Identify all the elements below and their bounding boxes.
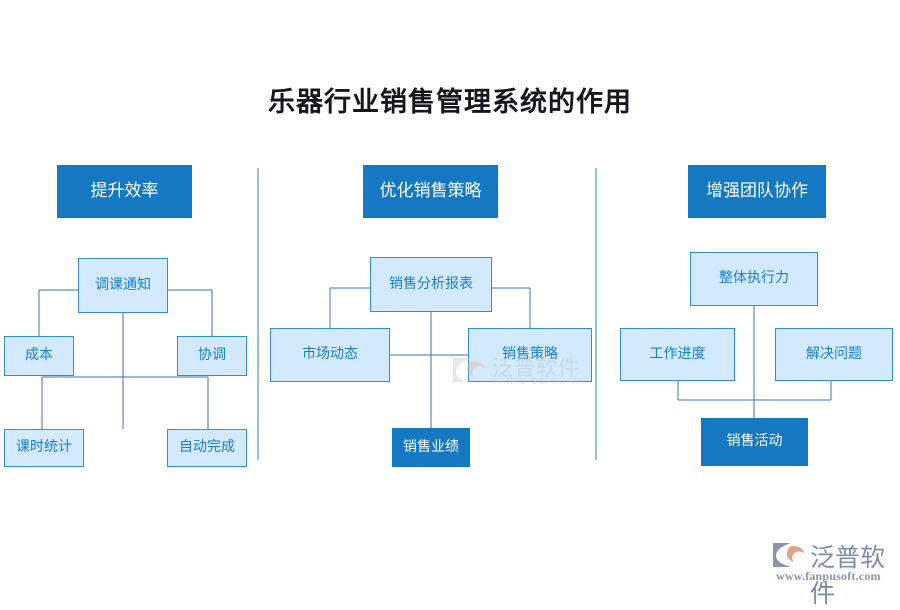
node-c2-bottom[interactable]: 销售业绩 <box>392 428 470 467</box>
node-label: 销售策略 <box>502 346 558 363</box>
node-label: 成本 <box>25 347 53 364</box>
node-label: 自动完成 <box>179 439 235 456</box>
node-c3-left[interactable]: 工作进度 <box>620 328 735 381</box>
node-c3-bottom[interactable]: 销售活动 <box>701 418 808 466</box>
node-label: 销售分析报表 <box>389 275 473 292</box>
page-title: 乐器行业销售管理系统的作用 <box>268 87 632 118</box>
column-3-header[interactable]: 增强团队协作 <box>688 165 826 218</box>
node-label: 市场动态 <box>302 346 358 363</box>
column-3-header-label: 增强团队协作 <box>706 181 808 202</box>
column-2-header[interactable]: 优化销售策略 <box>363 165 498 218</box>
node-c1-root[interactable]: 调课通知 <box>78 258 168 313</box>
node-label: 整体执行力 <box>719 270 789 287</box>
node-label: 解决问题 <box>806 345 862 362</box>
column-1-header-label: 提升效率 <box>90 181 159 202</box>
node-c2-right[interactable]: 销售策略 <box>468 328 592 382</box>
brand-logo-url: www.fanpusoft.com <box>776 569 881 583</box>
brand-logo: 泛普软件 www.fanpusoft.com <box>770 538 895 608</box>
node-c1-lower-right[interactable]: 自动完成 <box>167 429 247 467</box>
node-c3-root[interactable]: 整体执行力 <box>690 252 818 306</box>
node-label: 销售活动 <box>726 433 783 450</box>
column-1-header[interactable]: 提升效率 <box>57 165 192 218</box>
node-c1-lower-left[interactable]: 课时统计 <box>4 429 84 467</box>
column-2-header-label: 优化销售策略 <box>379 181 482 202</box>
node-c2-root[interactable]: 销售分析报表 <box>370 257 492 312</box>
node-c3-right[interactable]: 解决问题 <box>775 328 893 381</box>
node-c1-right[interactable]: 协调 <box>177 336 247 376</box>
node-c1-left[interactable]: 成本 <box>4 336 74 376</box>
fanpu-logo-icon <box>773 543 804 567</box>
node-label: 协调 <box>198 347 226 364</box>
node-label: 工作进度 <box>649 345 706 362</box>
node-c2-left[interactable]: 市场动态 <box>270 328 390 382</box>
node-label: 销售业绩 <box>403 438 459 455</box>
node-label: 调课通知 <box>95 276 151 293</box>
node-label: 课时统计 <box>16 439 72 456</box>
